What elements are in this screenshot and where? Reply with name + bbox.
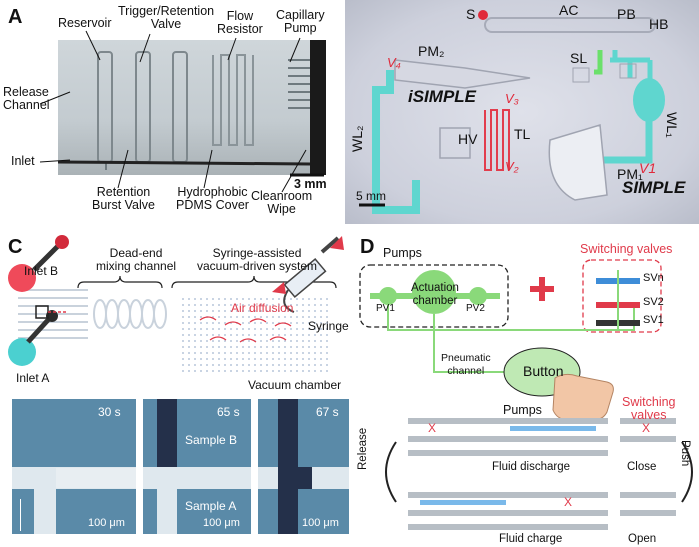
- dropper-a: [26, 310, 58, 344]
- pv1-circle: [379, 287, 397, 305]
- panel-d-letter: D: [360, 236, 375, 258]
- panel-c-frame-2: 65 s Sample B Sample A 100 μm: [143, 399, 251, 534]
- label-retention-burst: Retention Burst Valve: [92, 185, 155, 212]
- panel-d-pv2: PV2: [466, 303, 485, 314]
- panel-b-label-pm1: PM₁: [617, 166, 643, 182]
- label-trigger-valve: Trigger/Retention Valve: [118, 5, 214, 31]
- panel-a-leader-lines: [39, 30, 324, 193]
- panel-d-switching-title: Switching valves: [580, 242, 673, 256]
- label-reservoir: Reservoir: [58, 16, 112, 30]
- panel-d-switching2: Switching valves: [622, 395, 676, 422]
- label-cleanroom-wipe: Cleanroom Wipe: [251, 189, 313, 216]
- svg-text:X: X: [564, 495, 572, 509]
- panel-c-letter: C: [8, 236, 23, 258]
- frame-3-time: 67 s: [316, 405, 339, 419]
- label-inlet: Inlet: [11, 154, 35, 168]
- label-release-channel: Release Channel: [3, 85, 50, 112]
- plus-icon: [530, 277, 554, 301]
- hand-icon: [552, 373, 614, 421]
- panel-c-inlet-b: Inlet B: [24, 264, 59, 278]
- panel-c-schematic: [8, 235, 344, 373]
- frame-2-sample-a: Sample A: [185, 499, 237, 513]
- panel-c-dead-end: Dead-end mixing channel: [96, 246, 177, 273]
- pumps-discharge-diagram: X: [408, 418, 608, 456]
- panel-b-label-wl1: WL₁: [664, 112, 680, 138]
- air-diffusion-arrows: [199, 316, 292, 343]
- panel-b-label-isimple: iSIMPLE: [408, 87, 477, 106]
- panel-c-frame-3: 67 s 100 μm: [258, 399, 349, 534]
- label-hydrophobic-cover: Hydrophobic PDMS Cover: [176, 185, 249, 212]
- panel-d-fluid-discharge: Fluid discharge: [492, 461, 570, 473]
- switching-open-diagram: [620, 492, 676, 516]
- panel-b-label-ac: AC: [559, 2, 579, 18]
- panel-a-scale-label: 3 mm: [294, 177, 327, 191]
- panel-d-release: Release: [357, 427, 369, 470]
- panel-b-label-v1: V1: [639, 160, 657, 176]
- panel-b-label-simple: SIMPLE: [622, 178, 686, 197]
- panel-b-device: [359, 10, 665, 214]
- panel-a-device-outline: [58, 40, 326, 175]
- panel-b-scale-label: 5 mm: [356, 189, 386, 203]
- panel-c-inlet-a: Inlet A: [16, 371, 50, 385]
- vacuum-chamber-grid: [178, 295, 328, 373]
- panel-b-label-hb: HB: [649, 16, 669, 32]
- switching-close-diagram: X: [620, 418, 676, 442]
- panel-c-syringe-label: Syringe: [308, 319, 349, 333]
- panel-b-label-v3: V₃: [505, 91, 519, 106]
- panel-d-button: Button: [523, 363, 564, 379]
- label-trigger-text: Trigger/Retention Valve: [118, 4, 215, 31]
- mixing-channel-coils: [93, 299, 167, 329]
- panel-c-vacuum-chamber: Vacuum chamber: [248, 378, 342, 392]
- panel-b-label-tl: TL: [514, 126, 531, 142]
- panel-d-open: Open: [628, 533, 657, 545]
- panel-d-push: Push: [679, 440, 691, 467]
- panel-b-photo: [345, 0, 699, 224]
- pv2-circle: [469, 287, 487, 305]
- panel-b-label-s: S: [466, 6, 476, 22]
- frame-2-scale: 100 μm: [203, 517, 240, 529]
- panel-d-pumps2: Pumps: [503, 403, 542, 417]
- label-capillary-pump: Capillary Pump: [276, 8, 325, 35]
- panel-d-svn: SVn: [643, 272, 664, 284]
- panel-d-fluid-charge: Fluid charge: [499, 533, 563, 545]
- panel-b-label-pb: PB: [617, 6, 636, 22]
- panel-c-frame-1: 30 s 100 μm: [12, 399, 136, 534]
- panel-c-air-diffusion: Air diffusion: [231, 301, 294, 315]
- panel-b-label-v2: V₂: [505, 159, 519, 174]
- panel-d-actuation: Actuation chamber: [411, 282, 459, 307]
- inlet-a-circle: [8, 338, 36, 366]
- panel-b-label-pm2: PM₂: [418, 43, 445, 59]
- label-flow-resistor: Flow Resistor: [217, 9, 263, 36]
- syringe-icon: [283, 236, 340, 313]
- panel-d-pumps-title: Pumps: [383, 246, 422, 260]
- panel-a-letter: A: [8, 6, 23, 28]
- panel-c-syringe-assisted: Syringe-assisted vacuum-driven system: [197, 246, 318, 273]
- panel-d-diagram: X X X: [359, 259, 693, 530]
- panel-d-close: Close: [627, 461, 657, 473]
- pumps-charge-diagram: X: [408, 492, 608, 530]
- frame-1-flow-arrow: [20, 499, 21, 531]
- actuation-chamber-circle: [412, 270, 456, 314]
- inlet-b-circle: [8, 264, 36, 292]
- panel-b-label-wl2: WL₂: [349, 125, 365, 152]
- dropper-b: [32, 235, 69, 272]
- frame-3-scale: 100 μm: [302, 517, 339, 529]
- panel-d-pneumatic: Pneumatic channel: [441, 352, 491, 377]
- frame-1-scale: 100 μm: [88, 517, 125, 529]
- frame-2-sample-b: Sample B: [185, 433, 238, 447]
- frame-1-time: 30 s: [98, 405, 121, 419]
- panel-a-photo: [58, 40, 326, 175]
- panel-b-label-v4: V₄: [387, 55, 401, 70]
- svg-text:X: X: [428, 421, 436, 435]
- push-arrow: [681, 441, 693, 503]
- panel-d-sv2: SV2: [643, 296, 664, 308]
- panel-b-label-hv: HV: [458, 131, 478, 147]
- panel-d-sv1: SV1: [643, 314, 664, 326]
- panel-d-pv1: PV1: [376, 303, 395, 314]
- svg-text:X: X: [642, 421, 650, 435]
- frame-2-time: 65 s: [217, 405, 240, 419]
- release-arrow: [385, 441, 397, 503]
- panel-b-label-sl: SL: [570, 50, 588, 66]
